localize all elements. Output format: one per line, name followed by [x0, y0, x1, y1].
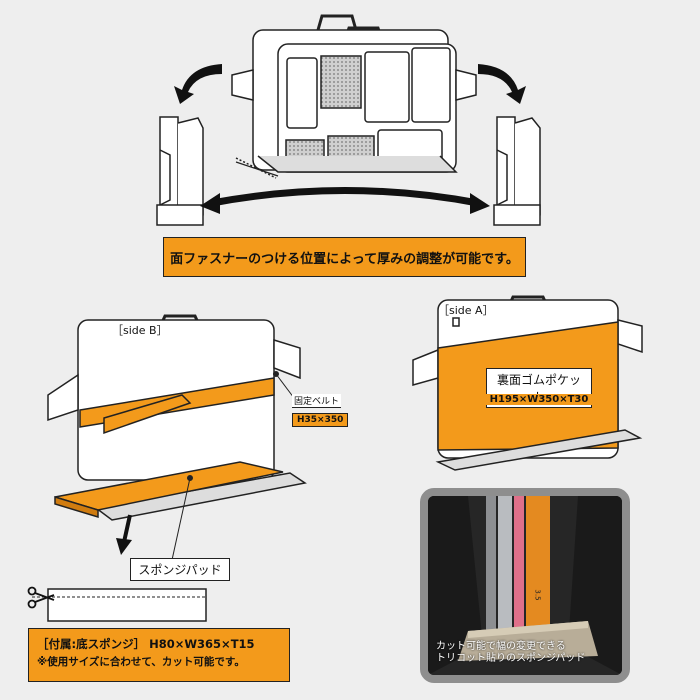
belt-size-text: H35×350: [297, 415, 344, 425]
side-b-illustration: [47, 314, 307, 521]
belt-size-badge: H35×350: [292, 413, 349, 427]
photo-caption-line2: トリコット貼りのスポンジパッド: [436, 653, 586, 664]
cut-strip: [32, 588, 207, 622]
organizer-bag-illustration: [231, 14, 477, 179]
sponge-pad-text: スポンジパッド: [138, 563, 222, 577]
pocket-size-text: H195×W350×T30: [489, 394, 589, 405]
pocket-size-label: H195×W350×T30: [484, 394, 594, 405]
side-profile-right: [493, 116, 541, 226]
photo-scene: [428, 496, 622, 675]
side-a-tag: ［side A］: [438, 304, 494, 317]
belt-label: 固定ベルト: [292, 394, 342, 408]
spine-text: 3.5: [533, 589, 542, 601]
adjust-thickness-text: 面ファスナーのつける位置によって厚みの調整が可能です。: [170, 251, 519, 267]
side-b-tag-text: side B: [123, 324, 157, 337]
side-b-tag: ［side B］: [112, 324, 168, 337]
scissors-icon: [27, 586, 55, 609]
accessory-callout: ［付属:底スポンジ］ H80×W365×T15 ※使用サイズに合わせて、カット可…: [28, 628, 290, 682]
rotate-arrow-icon: [174, 64, 526, 104]
sponge-pad-label: スポンジパッド: [130, 558, 230, 581]
down-arrow-icon: [116, 514, 132, 555]
photo-caption: カット可能で幅の変更できる トリコット貼りのスポンジパッド: [436, 641, 585, 665]
accessory-title: ［付属:底スポンジ］ H80×W365×T15: [37, 637, 255, 651]
accessory-note: ※使用サイズに合わせて、カット可能です。: [37, 656, 245, 668]
belt-label-text: 固定ベルト: [294, 397, 340, 407]
photo-caption-line1: カット可能で幅の変更できる: [436, 641, 566, 652]
side-a-tag-text: side A: [449, 304, 483, 317]
double-arrow-icon: [200, 187, 490, 214]
product-photo: 3.5 カット可能で幅の変更できる トリコット貼りのスポンジパッド: [420, 488, 630, 683]
adjust-thickness-callout: 面ファスナーのつける位置によって厚みの調整が可能です。: [163, 237, 526, 277]
side-profile-left: [156, 116, 204, 226]
